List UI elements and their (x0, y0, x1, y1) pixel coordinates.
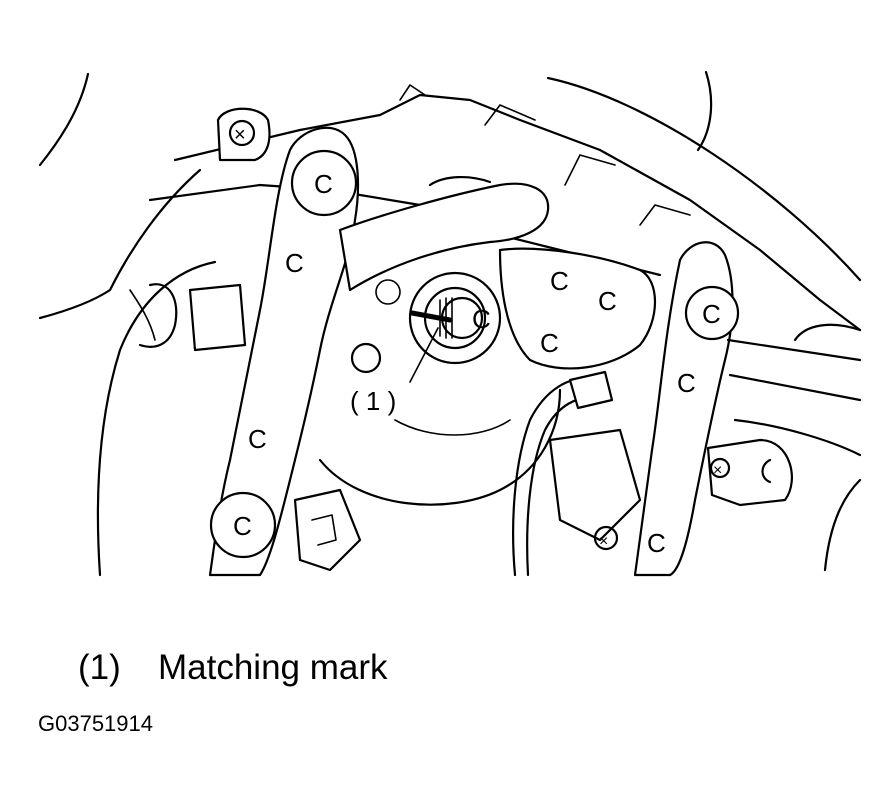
legend: (1) Matching mark (78, 646, 388, 690)
center-hub-outer (408, 271, 502, 365)
legend-text: Matching mark (158, 648, 388, 687)
rim-left-outer (38, 168, 202, 320)
upper-tube (338, 182, 550, 292)
rim-top-right (696, 70, 713, 152)
right-housing-plate (498, 247, 657, 370)
rim-right-inner (793, 323, 862, 342)
left-arm-boss-top (290, 149, 358, 217)
right-bracket-screw-mark: × (713, 462, 722, 479)
upper-housing (173, 93, 862, 332)
right-housing-letter-1: C (550, 266, 569, 296)
right-housing-letter-2: C (540, 328, 559, 358)
left-spoke-arm (208, 126, 360, 577)
right-lower-bar (733, 418, 862, 457)
wire-harness (512, 377, 592, 577)
left-connector (188, 283, 247, 352)
left-bracket (216, 107, 271, 162)
left-arm-letter-lower: C (248, 424, 267, 454)
left-arm-letter-top: C (314, 169, 333, 199)
center-left-boss (350, 342, 382, 374)
horn-pad-inner (394, 419, 511, 436)
figure-code: G03751914 (38, 711, 153, 736)
lower-connector-screw (593, 525, 619, 551)
right-bracket-notch (761, 458, 772, 484)
left-spoke-oval-inner (129, 289, 156, 341)
right-arm-letter-bottom: C (647, 528, 666, 558)
left-spoke-oval (138, 283, 178, 348)
rim-left-inner (96, 260, 217, 577)
right-housing-letter-3: C (598, 286, 617, 316)
right-horizontal-bar (726, 338, 862, 402)
left-arm-letter-mid: C (285, 248, 304, 278)
matching-mark (409, 310, 453, 323)
right-arm-letter-mid: C (677, 368, 696, 398)
center-left-boss-2 (375, 279, 401, 305)
left-arm-boss-bottom (209, 491, 277, 559)
upper-housing-tab-3 (564, 154, 616, 186)
lower-connector-body (548, 428, 642, 542)
right-arm-letter-top: C (702, 299, 721, 329)
lower-connector-screw-mark: × (599, 533, 608, 550)
right-bracket-screw (709, 457, 731, 479)
right-bracket (706, 438, 793, 507)
lower-left-connector (293, 488, 362, 572)
left-bracket-screw (228, 119, 256, 147)
upper-housing-tab-1 (399, 84, 426, 101)
rim-right-lower (823, 478, 862, 572)
rim-upper-arc (546, 76, 862, 282)
upper-housing-tab-4 (639, 204, 691, 226)
left-bracket-screw-mark: × (234, 124, 246, 146)
wire-connector (568, 370, 614, 410)
lower-left-connector-detail (311, 514, 337, 546)
horn-pad (318, 388, 562, 506)
center-hub-ring (423, 286, 487, 350)
upper-tube-end (428, 175, 492, 187)
callout-leader (409, 327, 439, 383)
legend-number: (1) (78, 648, 121, 687)
steering-wheel-diagram: C ( 1 ) C C C C × C C C C C C × × (38, 70, 862, 577)
upper-housing-tab-2 (484, 104, 536, 126)
left-arm-letter-bottom: C (233, 511, 252, 541)
rim-left-arc (38, 72, 90, 167)
callout-label: ( 1 ) (350, 386, 396, 416)
hub-part-letter: C (472, 304, 491, 334)
right-arm-boss-top (684, 285, 740, 341)
